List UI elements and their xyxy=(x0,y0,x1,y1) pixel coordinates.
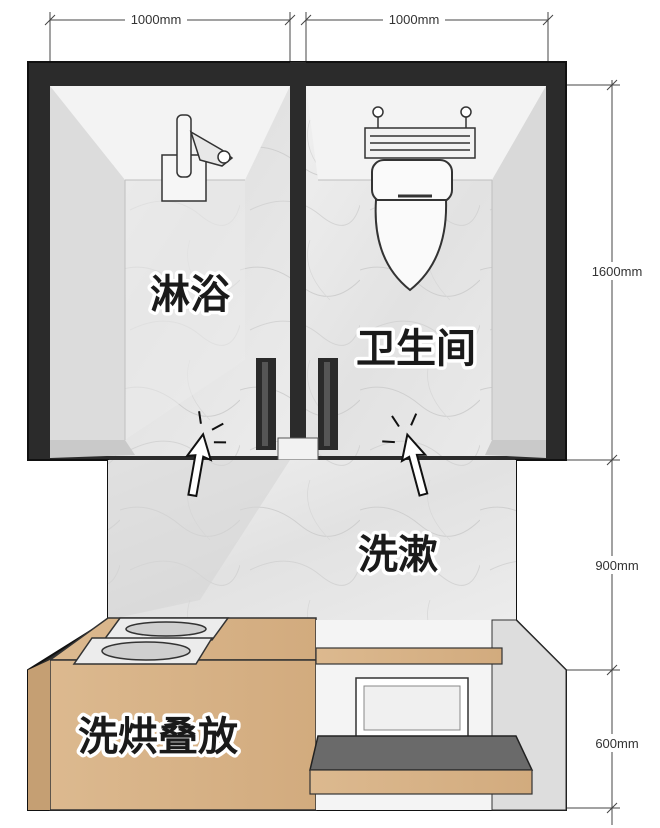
basin-cabinet xyxy=(309,619,567,811)
threshold xyxy=(277,437,319,461)
door-frame-toilet xyxy=(318,358,338,450)
door-frame-shower xyxy=(256,358,276,450)
dimension-right xyxy=(560,79,620,825)
cursor-arrow-icon xyxy=(382,413,429,497)
room-label-shower: 淋浴 xyxy=(150,272,231,318)
dimension-label-left: 1000mm xyxy=(131,12,182,27)
dimension-label-toilet-height: 1600mm xyxy=(592,264,643,279)
washing-area xyxy=(108,460,516,620)
cursor-arrow-icon xyxy=(185,411,227,498)
dimension-label-wash-height: 900mm xyxy=(595,558,638,573)
divider-wall xyxy=(290,62,306,460)
dimension-label-laundry-height: 600mm xyxy=(595,736,638,751)
shower-room xyxy=(50,86,290,458)
towel-rack-icon xyxy=(364,106,476,159)
toilet-icon xyxy=(371,159,453,292)
toilet-room xyxy=(306,86,546,458)
washer-top-icon xyxy=(72,617,230,665)
shower-head-icon xyxy=(161,114,234,202)
laundry-cabinet xyxy=(28,617,317,811)
dimension-label-right: 1000mm xyxy=(389,12,440,27)
room-label-washing: 洗漱 xyxy=(358,532,438,578)
room-label-toilet: 卫生间 xyxy=(356,326,476,372)
room-label-laundry: 洗烘叠放 xyxy=(78,714,238,760)
